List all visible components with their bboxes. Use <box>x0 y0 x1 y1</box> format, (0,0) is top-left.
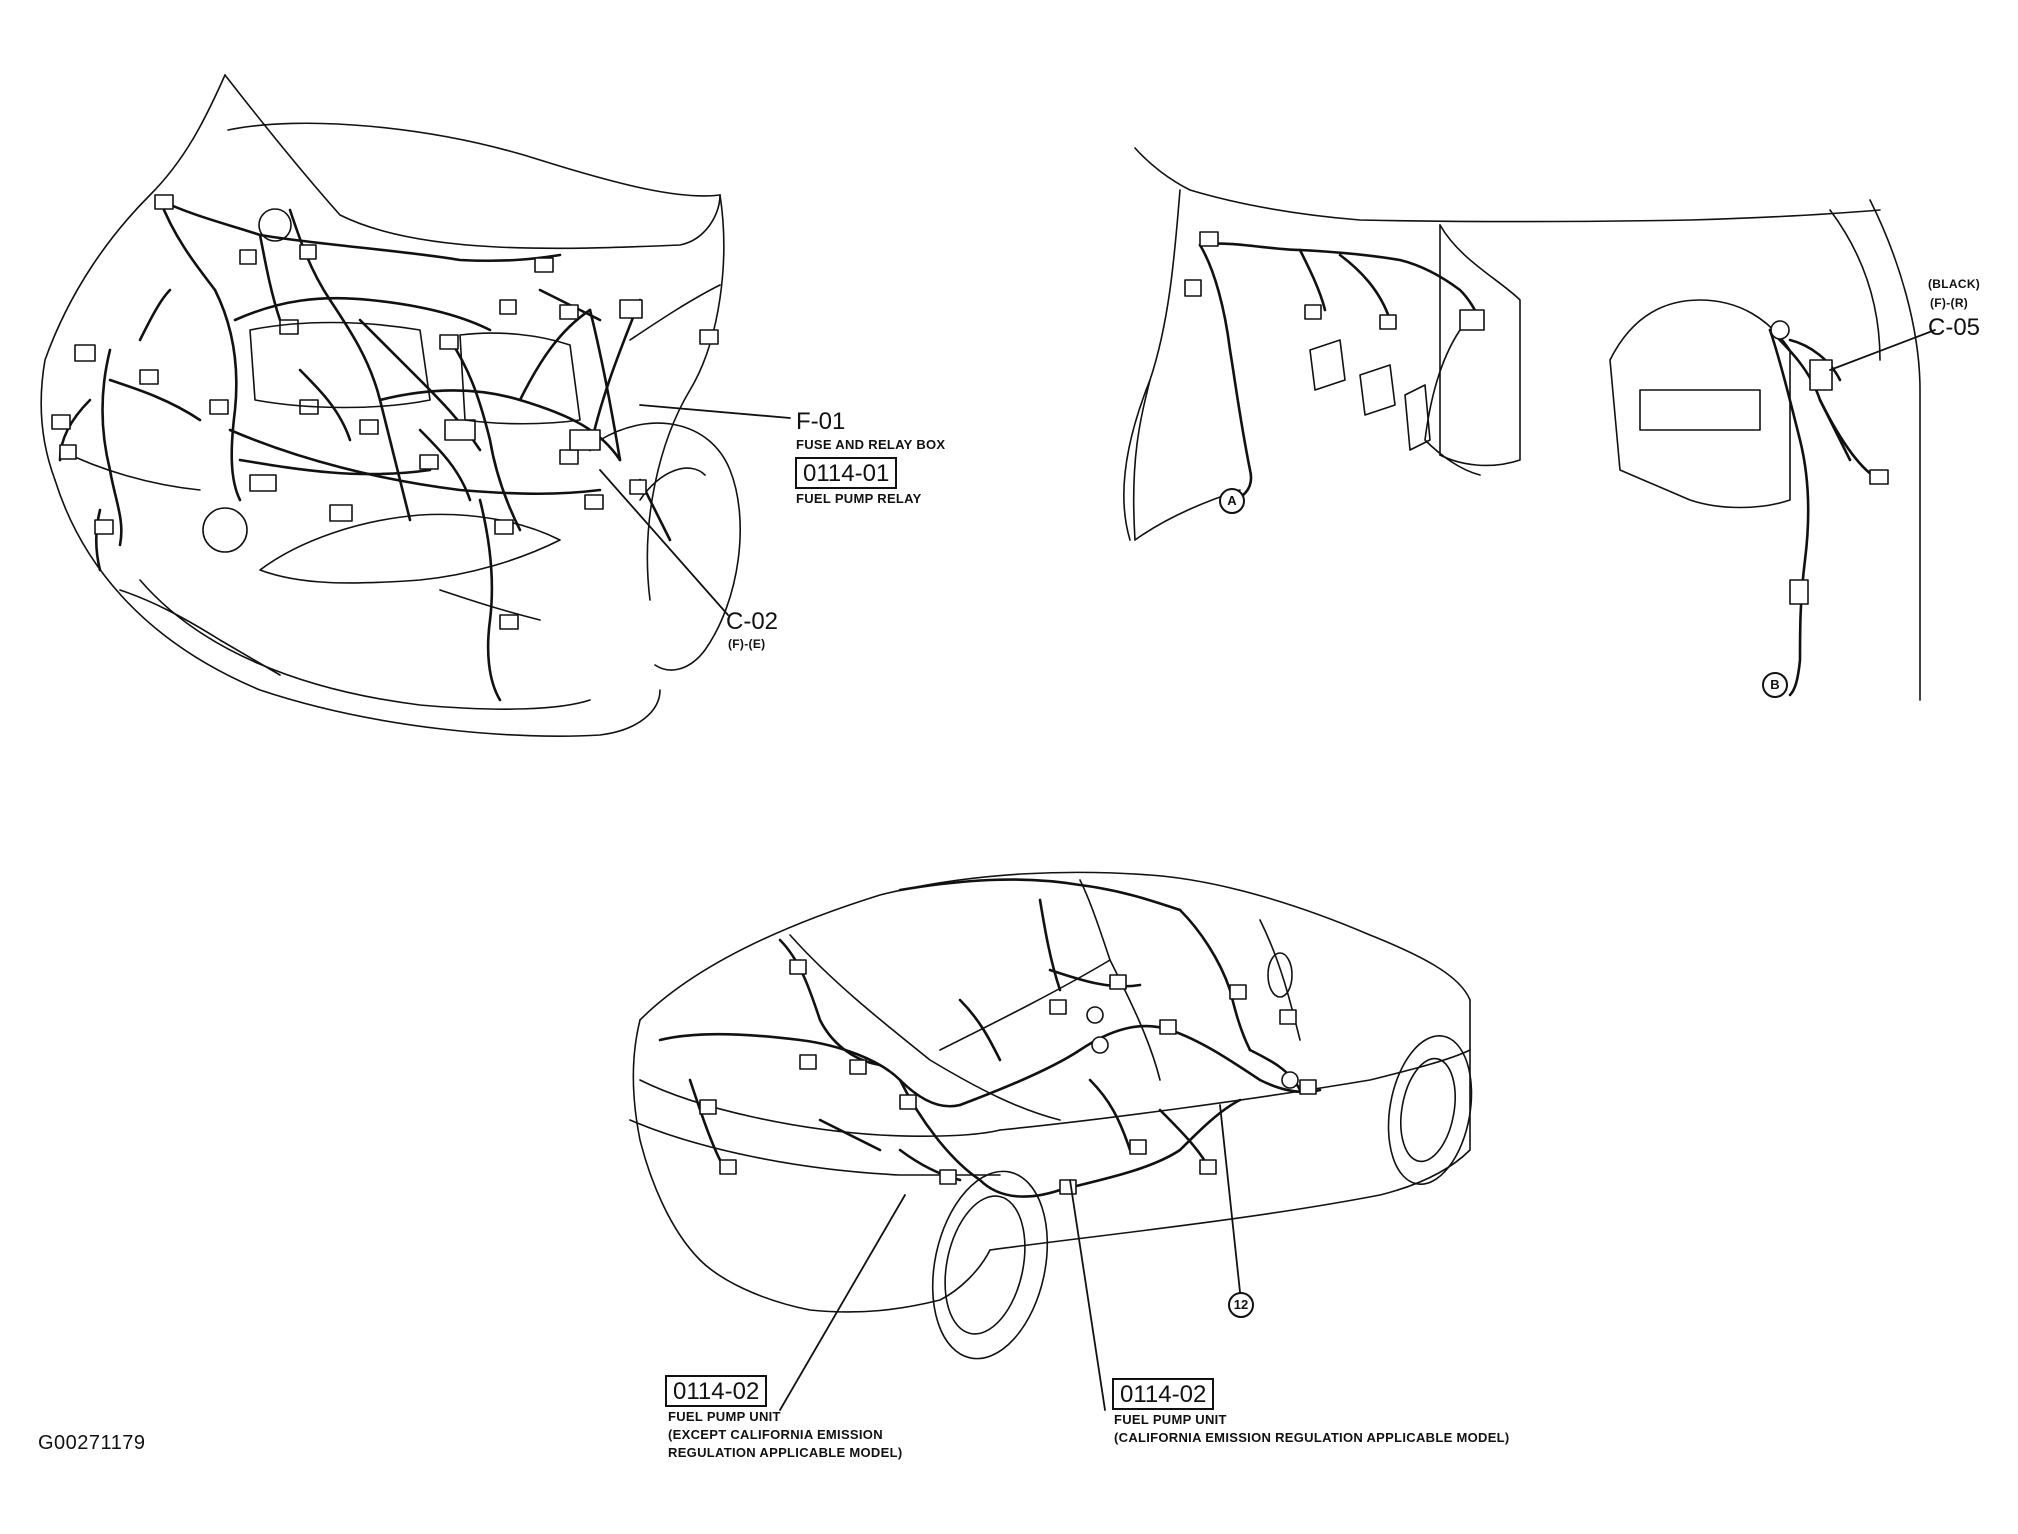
c05-color: (BLACK) <box>1928 277 1981 291</box>
pump-right-line1: FUEL PUMP UNIT <box>1114 1412 1227 1427</box>
c02-sub: (F)-(E) <box>728 637 766 651</box>
pump-right-line2: (CALIFORNIA EMISSION REGULATION APPLICAB… <box>1114 1430 1510 1445</box>
leader-pump-left <box>779 1194 906 1411</box>
pump-left-line3: REGULATION APPLICABLE MODEL) <box>668 1445 903 1460</box>
pump-left-code-box: 0114-02 <box>665 1375 768 1408</box>
leader-pump-right <box>1069 1179 1106 1411</box>
connector-marker-12: 12 <box>1228 1292 1254 1318</box>
c02-code: C-02 <box>726 608 779 635</box>
relay-code-box: 0114-01 <box>795 457 898 490</box>
relay-name: FUEL PUMP RELAY <box>796 491 922 506</box>
f01-name: FUSE AND RELAY BOX <box>796 437 946 452</box>
c05-sub: (F)-(R) <box>1930 296 1969 310</box>
pump-left-line1: FUEL PUMP UNIT <box>668 1409 781 1424</box>
engine-block <box>249 208 581 425</box>
leader-f01 <box>639 404 791 419</box>
figure-id: G00271179 <box>38 1432 146 1454</box>
connector-marker-a: A <box>1219 488 1245 514</box>
c05-code: C-05 <box>1928 314 1981 341</box>
f01-code: F-01 <box>796 408 846 435</box>
leader-12 <box>1219 1104 1241 1293</box>
interior-connectors <box>1184 231 1889 605</box>
rear-connectors <box>699 959 1317 1195</box>
front-connectors <box>51 194 719 630</box>
rear-car-outline <box>629 871 1473 1360</box>
leader-c02 <box>599 469 729 616</box>
interior-outline <box>1123 147 1921 701</box>
pump-left-line2: (EXCEPT CALIFORNIA EMISSION <box>668 1427 883 1442</box>
rear-harness <box>658 878 1322 1198</box>
pump-right-code-box: 0114-02 <box>1112 1378 1215 1411</box>
interior-harness <box>1198 242 1882 697</box>
connector-marker-b: B <box>1762 672 1788 698</box>
leader-c05 <box>1829 329 1936 371</box>
